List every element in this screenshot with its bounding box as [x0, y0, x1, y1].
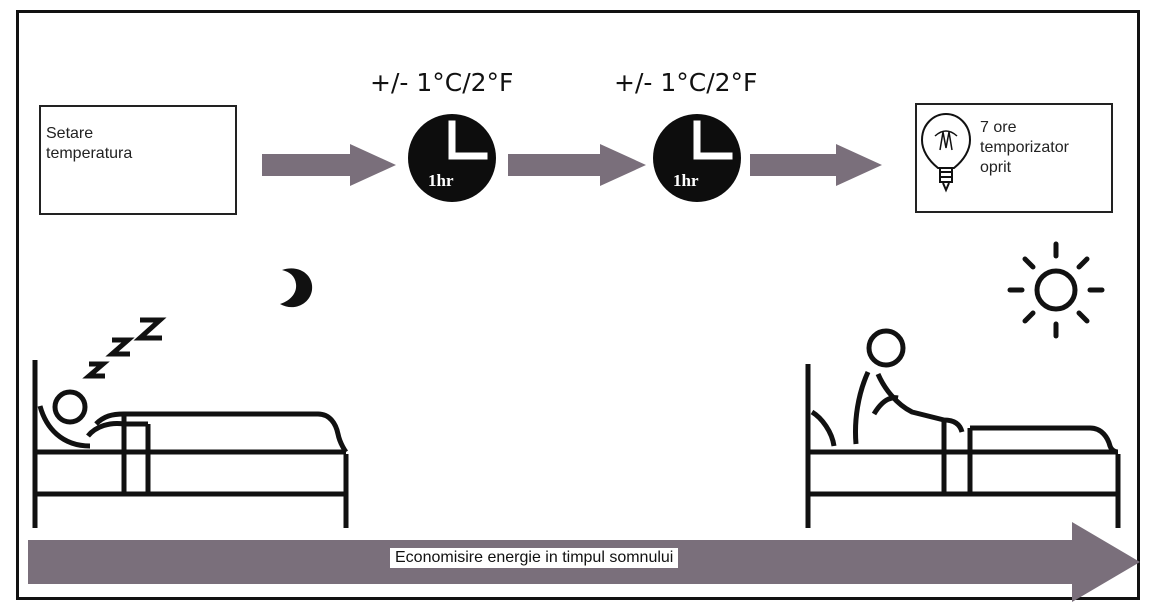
- sun-icon: [1007, 241, 1105, 339]
- start-box-label: Setare temperatura: [46, 124, 132, 164]
- end-box-line: temporizator: [980, 139, 1069, 156]
- start-box: [39, 105, 237, 215]
- clock-label: 1hr: [428, 171, 454, 190]
- timeline-label: Economisire energie in timpul somnului: [390, 548, 679, 568]
- start-box-line: temperatura: [46, 145, 133, 162]
- end-box-label: 7 ore temporizator oprit: [980, 118, 1069, 178]
- flow-arrow-1: [262, 144, 396, 186]
- light-bulb-icon: [920, 112, 972, 193]
- clock-label: 1hr: [673, 171, 699, 190]
- sleeping-person-bed: [32, 360, 349, 528]
- flow-arrow-3: [750, 144, 882, 186]
- clock-icon: 1hr: [653, 114, 741, 202]
- end-box-line: 7 ore: [980, 119, 1017, 136]
- start-box-line: Setare: [46, 125, 94, 142]
- end-box-line: oprit: [980, 159, 1012, 176]
- end-box: [915, 103, 1113, 213]
- waking-person-bed: [805, 328, 1121, 528]
- zzz-icon: [82, 317, 167, 379]
- crescent-moon-icon: [280, 268, 313, 308]
- temperature-change-label: +/- 1°C/2°F: [370, 68, 514, 97]
- temperature-change-label: +/- 1°C/2°F: [614, 68, 758, 97]
- flow-arrow-2: [508, 144, 646, 186]
- clock-icon: 1hr: [408, 114, 496, 202]
